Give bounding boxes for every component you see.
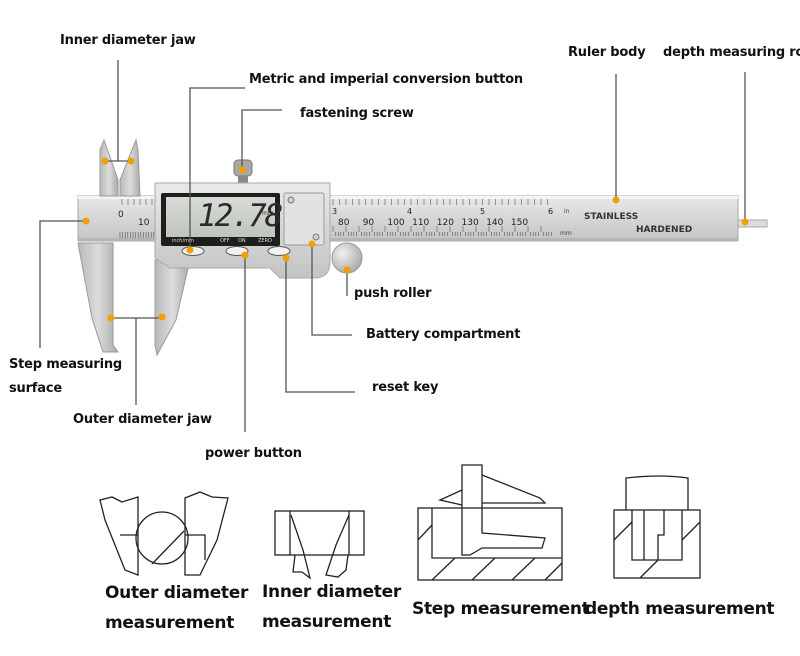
- fixed-inner-jaw: [99, 138, 119, 197]
- label-conversion-button: Metric and imperial conversion button: [249, 72, 523, 87]
- sliding-outer-jaw: [154, 259, 191, 357]
- label-depth-measuring-rod: depth measuring rod: [663, 45, 800, 60]
- scale-label: 130: [461, 218, 479, 228]
- caption-inner-line2: measurement: [262, 612, 392, 632]
- fixed-outer-jaw: [77, 242, 119, 353]
- scale-inch-label: 4: [407, 207, 413, 216]
- caption-step: Step measurement: [412, 594, 590, 624]
- lcd-reading: 12.78: [198, 198, 283, 234]
- scale-inch-label: 5: [480, 207, 486, 216]
- caption-inner-diameter: Inner diameter measurement: [262, 577, 401, 637]
- label-step-surface: surface: [9, 381, 62, 396]
- scale-label-0: 0: [118, 210, 124, 220]
- label-push-roller: push roller: [354, 286, 432, 301]
- caption-outer-diameter: Outer diameter measurement: [105, 578, 248, 638]
- scale-ticks: [119, 199, 552, 238]
- label-fastening-screw: fastening screw: [300, 106, 414, 121]
- sketch-depth: [613, 475, 701, 579]
- leader-lines: [39, 60, 746, 432]
- scale-label: 150: [510, 218, 529, 228]
- button-label-inch-mm: inch/mm: [172, 238, 194, 244]
- scale-label: 80: [338, 218, 350, 228]
- zero-button[interactable]: [267, 246, 291, 256]
- sketch-outer-diameter: [99, 491, 229, 576]
- caption-outer-line2: measurement: [105, 613, 235, 633]
- label-outer-diameter-jaw: Outer diameter jaw: [73, 412, 212, 427]
- stamp-hardened: HARDENED: [636, 225, 693, 235]
- scale-label: 100: [387, 218, 405, 228]
- battery-compartment: [283, 192, 325, 246]
- sketch-inner-diameter: [274, 510, 365, 580]
- button-label-on: ON: [238, 238, 246, 244]
- inch-unit: in: [564, 208, 570, 215]
- label-ruler-body: Ruler body: [568, 45, 646, 60]
- label-battery-compartment: Battery compartment: [366, 327, 521, 342]
- stamp-stainless: STAINLESS: [584, 212, 639, 222]
- depth-measuring-rod: [734, 219, 768, 228]
- callout-dots: [82, 157, 749, 322]
- caption-step-line1: Step measurement: [412, 599, 590, 619]
- scale-inch-label: 3: [332, 207, 338, 216]
- caption-inner-line1: Inner diameter: [262, 582, 401, 602]
- label-inner-diameter-jaw: Inner diameter jaw: [60, 33, 196, 48]
- scale-inch-label: 6: [548, 207, 554, 216]
- scale-label-10: 10: [138, 218, 150, 228]
- caption-depth-line1: depth measurement: [585, 599, 775, 619]
- caption-depth: depth measurement: [585, 594, 775, 624]
- scale-label: 120: [436, 218, 454, 228]
- label-power-button: power button: [205, 446, 302, 461]
- button-label-off: OFF: [220, 238, 230, 244]
- sliding-inner-jaw: [119, 138, 141, 197]
- button-label-zero: ZERO: [258, 238, 272, 244]
- mm-unit: mm: [560, 230, 572, 237]
- lcd-unit: mm: [262, 210, 274, 217]
- label-step-measuring: Step measuring: [9, 357, 122, 372]
- label-reset-key: reset key: [372, 380, 439, 395]
- caption-outer-line1: Outer diameter: [105, 583, 249, 603]
- scale-label: 90: [362, 218, 375, 228]
- sketch-step: [417, 464, 563, 581]
- lcd-screen: [166, 197, 275, 237]
- scale-label: 110: [412, 218, 430, 228]
- scale-label: 140: [486, 218, 504, 228]
